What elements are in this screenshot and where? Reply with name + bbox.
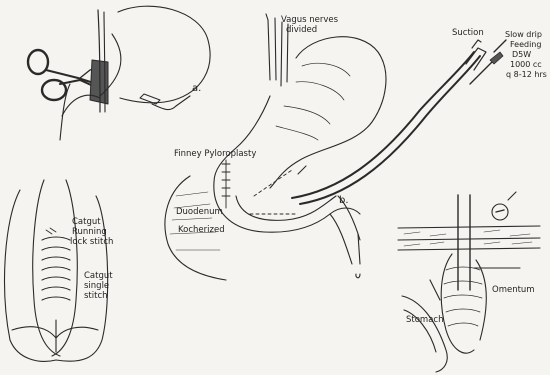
suction-label: Suction [452, 29, 484, 38]
panel-b-letter: b. [339, 196, 349, 207]
panel-b-sketch [165, 14, 506, 280]
drip-label-line4: 1000 cc [510, 61, 542, 69]
catgut-running-line2: Running [72, 228, 107, 237]
catgut-running-line1: Catgut [72, 218, 101, 227]
suction-tube [292, 52, 474, 198]
drip-label-line5: q 8-12 hrs [506, 71, 547, 79]
catgut-running-line3: lock stitch [70, 238, 113, 247]
finney-pyloroplasty-label: Finney Pyloroplasty [174, 150, 256, 159]
duodenum-label: Duodenum [176, 208, 223, 217]
drip-label-line3: D5W [512, 51, 531, 59]
vagus-label-line1: Vagus nerves [281, 16, 338, 25]
panel-a-sketch [28, 6, 210, 140]
kocherized-label: Kocherized [178, 226, 225, 235]
drip-label-line2: Feeding [510, 41, 541, 49]
omentum-panel-sketch [398, 192, 540, 372]
catgut-single-line2: single [84, 282, 109, 291]
catgut-single-line1: Catgut [84, 272, 113, 281]
panel-a-letter: a. [192, 84, 201, 95]
stomach-label: Stomach [406, 316, 443, 325]
drip-label-line1: Slow drip [505, 31, 542, 39]
catgut-single-line3: stitch [84, 292, 108, 301]
scissors-ring-left [28, 50, 48, 74]
omentum-label: Omentum [492, 286, 535, 295]
vagus-label-line2: divided [286, 26, 317, 35]
